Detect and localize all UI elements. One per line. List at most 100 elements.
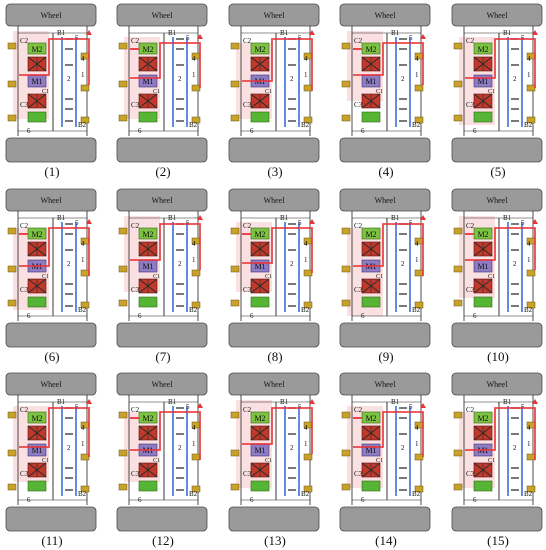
gear-plate-2 <box>191 453 201 461</box>
gear-4-label: 4 <box>81 55 85 63</box>
gear-1-label: 1 <box>527 256 531 264</box>
clutch-plate-2 <box>118 449 128 457</box>
clutch-plate-3 <box>118 483 128 491</box>
panel-caption: (11) <box>41 533 63 548</box>
panel-caption: (7) <box>155 349 171 364</box>
b1-label: B1 <box>391 398 400 406</box>
top-wheel <box>116 372 208 396</box>
power-flow-arrow <box>420 215 426 220</box>
gear-5-label: 5 <box>75 219 79 227</box>
clutch-plate-2 <box>230 265 240 273</box>
c3-label: C3 <box>354 470 363 478</box>
gear-plate-2 <box>191 84 201 92</box>
panel-caption: (6) <box>44 349 60 364</box>
gear-plate-3 <box>303 301 313 309</box>
gear-2-label: 2 <box>178 260 182 268</box>
m1-label: M1 <box>31 77 42 86</box>
c2-label: C2 <box>243 222 252 230</box>
gear-plate-2 <box>80 453 90 461</box>
clutch-plate-3 <box>7 299 17 307</box>
top-wheel <box>339 3 431 27</box>
power-flow-arrow <box>86 399 92 404</box>
power-flow-path <box>19 227 90 276</box>
power-flow-path <box>353 223 424 276</box>
clutch-plate-1 <box>230 227 240 235</box>
gear-4-label: 4 <box>81 424 85 432</box>
power-flow-arrow <box>86 219 92 224</box>
wheel-label: Wheel <box>375 196 397 205</box>
bottom-wheel <box>5 506 97 532</box>
clutch-plate-3 <box>230 483 240 491</box>
m1-label: M1 <box>477 77 488 86</box>
gear-plate-2 <box>191 269 201 277</box>
gear-5-label: 5 <box>298 219 302 227</box>
panel-caption: (10) <box>487 349 509 364</box>
top-wheel <box>116 188 208 212</box>
c1-label: C1 <box>488 89 495 95</box>
m2-label: M2 <box>31 230 42 239</box>
wheel-label: Wheel <box>152 196 174 205</box>
gear-4-label: 4 <box>415 240 419 248</box>
clutch-plate-3 <box>453 299 463 307</box>
c1-label: C1 <box>265 274 272 280</box>
power-flow-arrow <box>420 34 426 39</box>
m2-block <box>361 227 381 240</box>
power-flow-path <box>465 227 536 270</box>
power-flow-path <box>130 411 201 460</box>
gear-1-label: 1 <box>415 440 419 448</box>
gear-5-label: 5 <box>409 34 413 42</box>
gear-1-label: 1 <box>527 440 531 448</box>
m1-motor <box>27 462 47 478</box>
top-wheel <box>451 188 543 212</box>
gear-6-label: 6 <box>250 496 254 504</box>
clutch-plate-3 <box>341 483 351 491</box>
top-wheel <box>228 3 320 27</box>
wheel-label: Wheel <box>41 380 63 389</box>
c3-label: C3 <box>243 101 252 109</box>
bottom-wheel <box>116 506 208 532</box>
clutch-plate-2 <box>230 80 240 88</box>
m2-motor <box>27 56 47 72</box>
panel-caption: (14) <box>375 533 397 548</box>
m1-label: M1 <box>142 262 153 271</box>
m1-motor <box>138 93 158 109</box>
c3-label: C3 <box>354 101 363 109</box>
c2-label: C2 <box>466 37 475 45</box>
clutch-plate-2 <box>7 449 17 457</box>
clutch-plate-2 <box>453 265 463 273</box>
m2-motor <box>361 241 381 257</box>
power-flow-arrow <box>420 403 426 408</box>
gear-6-label: 6 <box>27 496 31 504</box>
b2-label: B2 <box>524 306 533 314</box>
m2-label: M2 <box>254 45 265 54</box>
battery-block <box>361 296 381 308</box>
gear-plate-2 <box>414 84 424 92</box>
battery-block <box>473 296 493 308</box>
c3-label: C3 <box>466 101 475 109</box>
gear-plate-3 <box>191 485 201 493</box>
clutch-plate-3 <box>341 299 351 307</box>
m2-label: M2 <box>254 230 265 239</box>
gear-4-label: 4 <box>304 55 308 63</box>
gear-5-label: 5 <box>521 403 525 411</box>
m2-block <box>473 42 493 55</box>
bottom-wheel <box>451 137 543 163</box>
top-wheel <box>5 3 97 27</box>
m2-block <box>138 227 158 240</box>
clutch-plate-2 <box>7 80 17 88</box>
c3-label: C3 <box>243 286 252 294</box>
m2-label: M2 <box>365 45 376 54</box>
wheel-label: Wheel <box>487 196 509 205</box>
wheel-label: Wheel <box>487 11 509 20</box>
m2-motor <box>361 425 381 441</box>
power-flow-arrow <box>309 399 315 404</box>
battery-block <box>473 480 493 492</box>
gear-5-label: 5 <box>186 219 190 227</box>
b1-label: B1 <box>57 214 66 222</box>
